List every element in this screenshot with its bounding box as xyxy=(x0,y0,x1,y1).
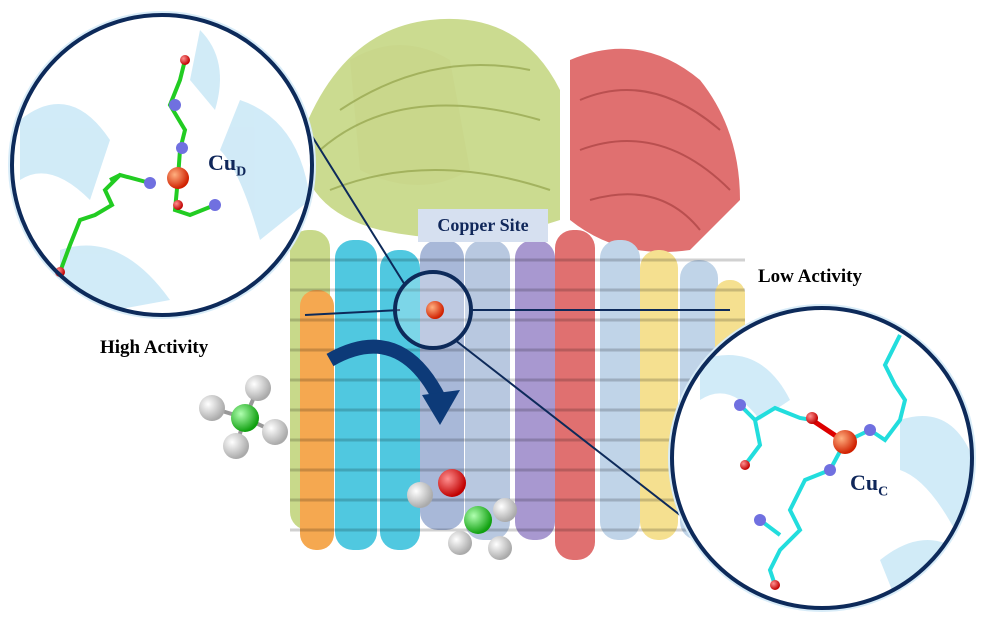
cu-c-subscript: C xyxy=(878,484,889,500)
zoom-connector-lines xyxy=(304,132,730,516)
high-activity-label: High Activity xyxy=(100,337,209,358)
cu-d-zoom-circle xyxy=(8,11,316,319)
low-activity-label: Low Activity xyxy=(758,266,862,287)
methanol-molecule xyxy=(407,469,517,560)
cu-c-text: Cu xyxy=(850,470,879,495)
alpha-helices xyxy=(290,230,745,560)
cu-c-zoom-circle xyxy=(668,304,976,612)
beta-sheet-domains xyxy=(300,18,740,252)
cu-d-label: CuD xyxy=(208,150,246,180)
cu-c-label: CuC xyxy=(850,470,888,500)
copper-site-label: Copper Site xyxy=(418,209,548,242)
reaction-arrow xyxy=(326,339,447,404)
copper-atom xyxy=(426,301,444,319)
cu-d-subscript: D xyxy=(236,164,247,180)
cu-d-text: Cu xyxy=(208,150,237,175)
arrow-head-icon xyxy=(422,390,460,425)
methane-molecule xyxy=(199,375,288,459)
